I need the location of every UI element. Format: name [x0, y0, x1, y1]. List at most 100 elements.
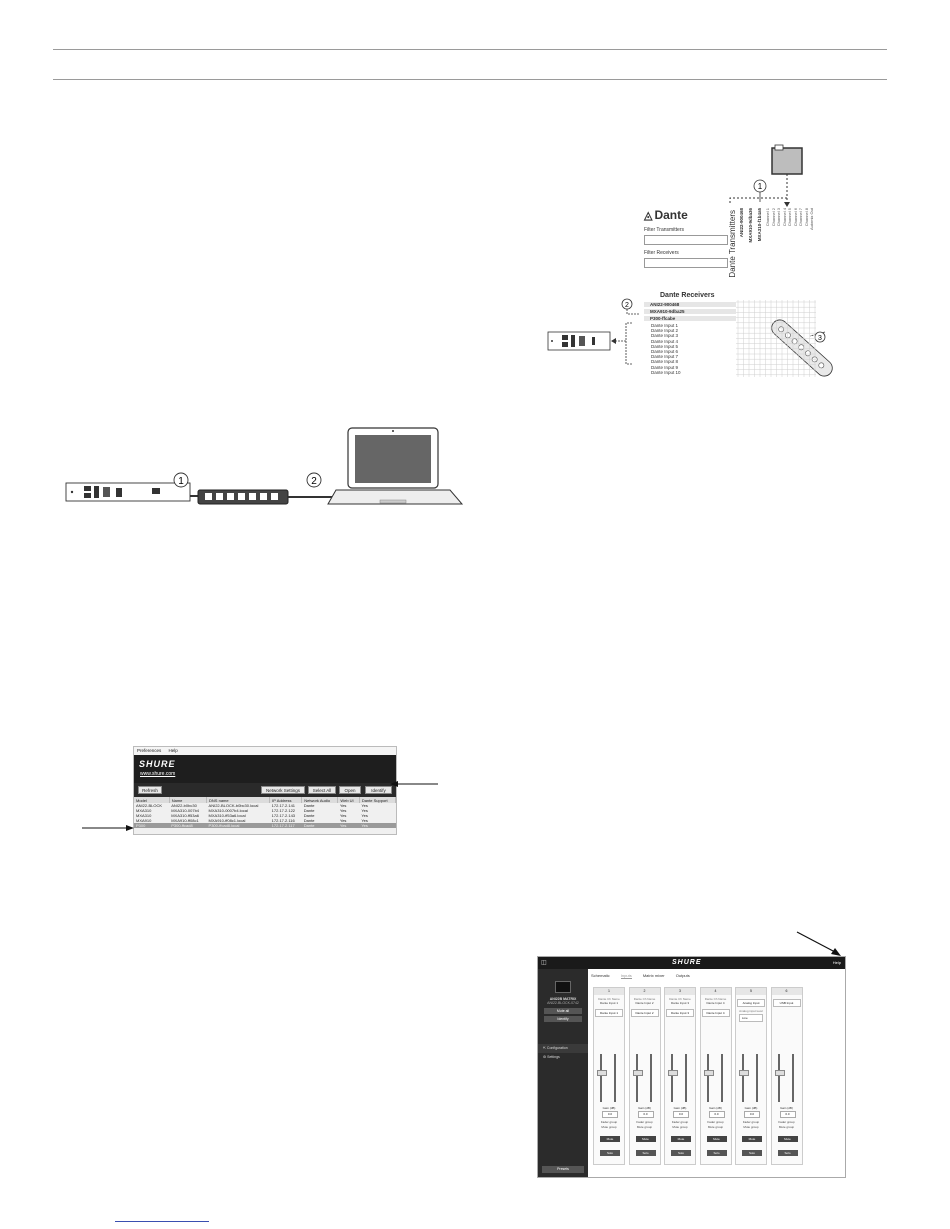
- mute-button[interactable]: Mute: [742, 1136, 762, 1142]
- presets-button[interactable]: Presets: [542, 1166, 584, 1173]
- filter-transmitters-input[interactable]: [644, 235, 728, 245]
- nav-settings[interactable]: ⚙ Settings: [538, 1053, 588, 1062]
- channel-name-label: Dante Ch Name: [598, 997, 620, 1001]
- channel-input-box[interactable]: Dante Input 1: [595, 1009, 623, 1017]
- gain-fader-knob[interactable]: [774, 1070, 785, 1076]
- channel-input-box[interactable]: Dante Input 2: [630, 1009, 659, 1017]
- gain-fader-track[interactable]: [600, 1054, 602, 1102]
- channel-name: Dante Input 4: [706, 1001, 725, 1005]
- receiver-device-1[interactable]: ANI22-900468: [644, 302, 736, 307]
- mute-button[interactable]: Mute: [706, 1136, 727, 1142]
- solo-button[interactable]: Solo: [706, 1150, 727, 1156]
- help-link[interactable]: Help: [832, 960, 841, 965]
- receiver-input: Dante Input 5: [651, 343, 679, 349]
- tab-schematic[interactable]: Schematic: [591, 973, 610, 978]
- dante-logo: ◬Dante: [644, 208, 688, 222]
- routing-grid: [736, 300, 816, 377]
- channel-input-box[interactable]: Dante Input 4: [701, 1009, 730, 1017]
- fader-group-label[interactable]: Fader group: [707, 1120, 724, 1124]
- gain-fader-track[interactable]: [671, 1054, 673, 1102]
- gain-value-input[interactable]: 0.0: [637, 1111, 654, 1118]
- gain-fader-track[interactable]: [635, 1054, 638, 1102]
- tab-matrix-mixer[interactable]: Matrix mixer: [642, 973, 665, 978]
- menu-toggle-icon[interactable]: ◫: [541, 960, 547, 966]
- network-settings-button[interactable]: Network Settings: [261, 786, 305, 794]
- analog-level-select[interactable]: Line: [739, 1014, 763, 1022]
- fader-group-label[interactable]: Fader group: [671, 1120, 689, 1124]
- table-cell: MXA310-ff53a6: [171, 813, 199, 818]
- gain-value-input[interactable]: 0.0: [779, 1111, 796, 1118]
- fader-group-label[interactable]: Fader group: [778, 1120, 795, 1124]
- mute-all-button[interactable]: Mute all: [544, 1008, 582, 1014]
- mute-group-label[interactable]: Mute group: [743, 1125, 759, 1129]
- fader-group-label[interactable]: Fader group: [636, 1120, 653, 1124]
- filter-receivers-label: Filter Receivers: [644, 250, 679, 256]
- fader-group-label[interactable]: Fader group: [742, 1120, 760, 1124]
- analog-level-label: Analog input level: [739, 1009, 763, 1013]
- table-column-header[interactable]: Name: [169, 797, 208, 803]
- solo-button[interactable]: Solo: [777, 1150, 798, 1156]
- open-button[interactable]: Open: [339, 786, 361, 794]
- menu-bar: Preferences Help: [134, 747, 396, 755]
- solo-button[interactable]: Solo: [742, 1150, 762, 1156]
- channel-input-box[interactable]: Dante Input 3: [666, 1009, 694, 1017]
- gain-fader-knob[interactable]: [739, 1070, 749, 1076]
- solo-button[interactable]: Solo: [635, 1150, 656, 1156]
- table-column-header[interactable]: Model: [134, 797, 170, 803]
- table-column-header[interactable]: IP Address: [269, 797, 303, 803]
- tab-inputs[interactable]: Inputs: [620, 973, 632, 979]
- dotted-bracket: [729, 174, 788, 203]
- select-all-button[interactable]: Select All: [308, 786, 336, 794]
- gain-fader-knob[interactable]: [703, 1070, 714, 1076]
- table-column-header[interactable]: DNS name: [206, 797, 271, 803]
- mute-button[interactable]: Mute: [635, 1136, 656, 1142]
- refresh-button[interactable]: Refresh: [138, 786, 162, 794]
- level-meter: [756, 1054, 758, 1102]
- callout-2-text: 2: [625, 302, 629, 309]
- identify-device-button[interactable]: Identify: [544, 1016, 582, 1022]
- solo-button[interactable]: Solo: [671, 1150, 691, 1156]
- gain-fader-knob[interactable]: [668, 1070, 678, 1076]
- solo-button[interactable]: Solo: [600, 1150, 620, 1156]
- fader-group-label[interactable]: Fader group: [600, 1120, 618, 1124]
- gain-fader-knob[interactable]: [597, 1070, 607, 1076]
- mute-group-label[interactable]: Mute group: [672, 1125, 688, 1129]
- gain-value-input[interactable]: 0.0: [673, 1111, 689, 1118]
- identify-button[interactable]: Identify: [365, 786, 392, 794]
- menu-help[interactable]: Help: [168, 748, 178, 753]
- mute-group-label[interactable]: Mute group: [601, 1125, 617, 1129]
- gain-value-input[interactable]: 0.0: [744, 1111, 760, 1118]
- channel-input-box[interactable]: USB Input: [772, 999, 801, 1007]
- gain-value-input[interactable]: 0.0: [602, 1111, 618, 1118]
- gain-fader-knob[interactable]: [632, 1070, 643, 1076]
- receiver-device-2[interactable]: MXA910-9dba25: [644, 309, 736, 314]
- table-column-header[interactable]: Dante Support: [359, 797, 396, 803]
- mute-button[interactable]: Mute: [671, 1136, 691, 1142]
- table-column-header[interactable]: Network Audio: [301, 797, 339, 803]
- receiver-device-3[interactable]: P300-ffcabe: [644, 316, 736, 321]
- mute-group-label[interactable]: Mute group: [707, 1125, 724, 1129]
- gain-fader-track[interactable]: [706, 1054, 709, 1102]
- gain-fader-track[interactable]: [777, 1054, 780, 1102]
- mute-button[interactable]: Mute: [777, 1136, 798, 1142]
- table-cell: P300-ffcad8.local: [206, 823, 270, 828]
- table-cell: Yes: [361, 803, 368, 808]
- mute-button[interactable]: Mute: [600, 1136, 620, 1142]
- gain-fader-track[interactable]: [742, 1054, 744, 1102]
- table-column-header[interactable]: Web UI: [337, 797, 360, 803]
- mute-group-label[interactable]: Mute group: [778, 1125, 795, 1129]
- tab-outputs[interactable]: Outputs: [675, 973, 690, 978]
- menu-preferences[interactable]: Preferences: [137, 748, 162, 753]
- channel-input-box[interactable]: Analog Input: [737, 999, 765, 1007]
- filter-receivers-input[interactable]: [644, 258, 728, 268]
- mute-group-label[interactable]: Mute group: [636, 1125, 653, 1129]
- gain-value-input[interactable]: 0.0: [708, 1111, 725, 1118]
- receiver-input: Dante Input 9: [651, 364, 679, 370]
- nav-configuration[interactable]: ⇱ Configuration: [538, 1044, 588, 1053]
- shure-website-link[interactable]: www.shure.com: [140, 771, 176, 777]
